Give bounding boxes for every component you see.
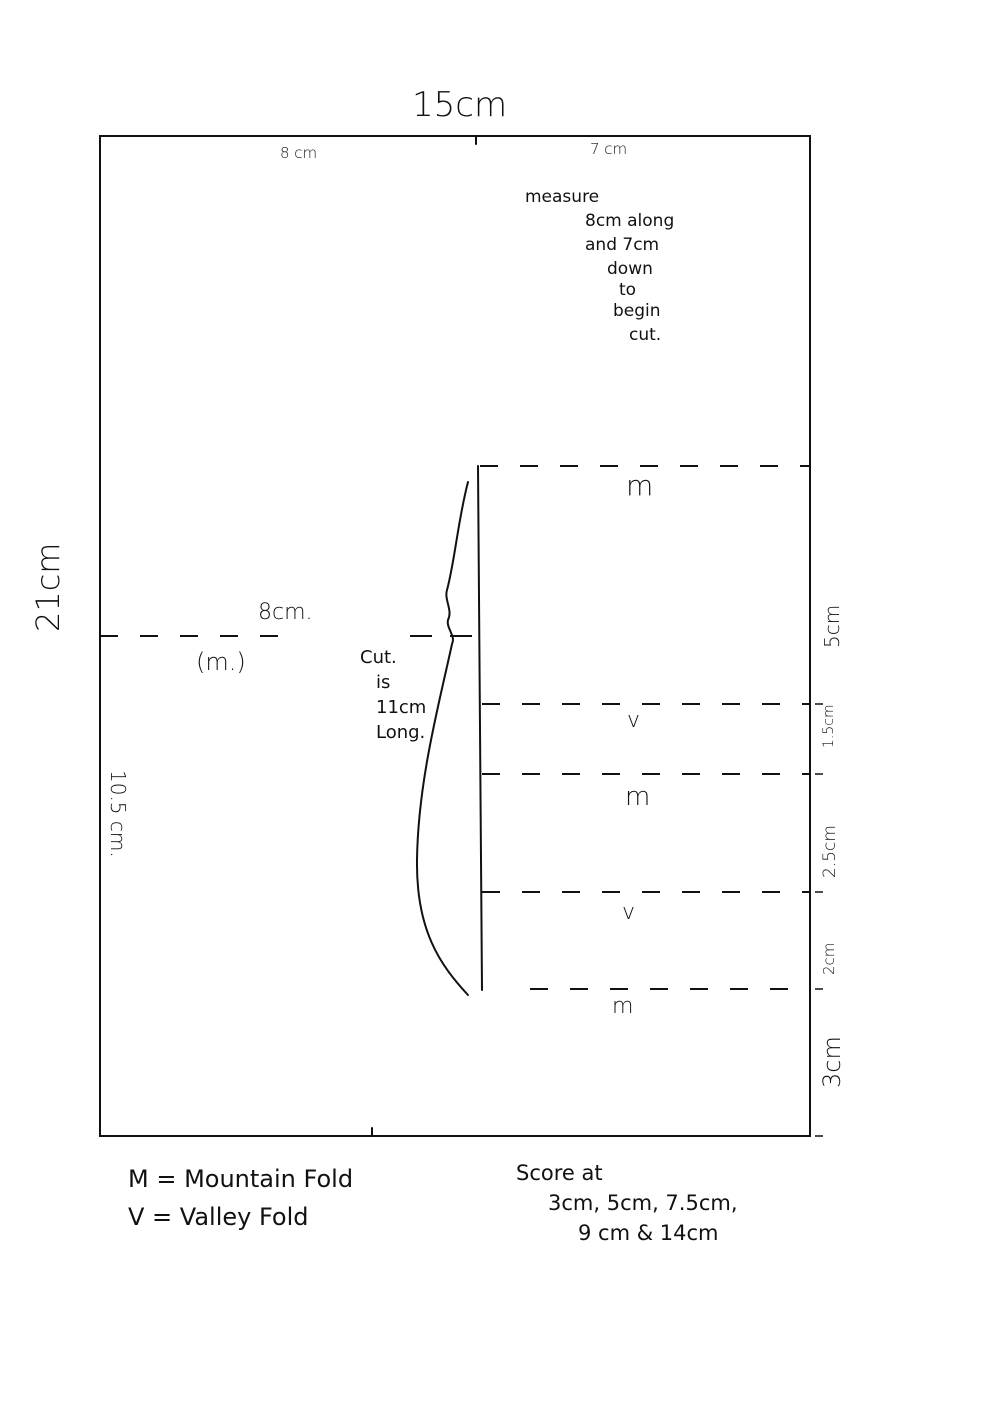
- spacing-label-3cm: 3cm: [818, 1036, 846, 1088]
- spacing-label-1-5cm: 1.5cm: [821, 704, 837, 748]
- fold-label-5: m: [612, 994, 634, 1019]
- left-half-label: 10.5 cm.: [106, 770, 130, 858]
- score-line-1: Score at: [516, 1161, 603, 1185]
- score-note: Score at 3cm, 5cm, 7.5cm, 9 cm & 14cm: [516, 1158, 738, 1248]
- cut-line: [415, 481, 469, 996]
- measure-line-7: cut.: [629, 325, 662, 345]
- fold-label-2: v: [627, 708, 641, 733]
- fold-label-4: v: [622, 900, 636, 925]
- measure-line-2: 8cm along: [585, 211, 675, 231]
- legend-mountain: M = Mountain Fold: [128, 1165, 354, 1193]
- legend-valley: V = Valley Fold: [128, 1203, 309, 1231]
- fold-legend: M = Mountain Fold V = Valley Fold: [128, 1160, 353, 1236]
- width-label: 15cm: [412, 85, 508, 125]
- height-label: 21cm: [29, 542, 67, 632]
- score-line-2: 3cm, 5cm, 7.5cm,: [548, 1191, 738, 1215]
- flap-edge-line: [477, 465, 483, 991]
- measure-line-3: and 7cm: [585, 235, 660, 255]
- cut-instruction: Cut. is 11cm Long.: [360, 645, 426, 745]
- spacing-label-5cm: 5cm: [820, 604, 844, 648]
- measure-line-5: to: [619, 280, 637, 300]
- spacing-label-2-5cm: 2.5cm: [820, 825, 840, 878]
- fold-label-3: m: [625, 782, 651, 812]
- left-fold-length-label: 8cm.: [258, 600, 313, 625]
- measure-line-1: measure: [525, 187, 600, 207]
- top-left-measure-label: 8 cm: [280, 144, 318, 162]
- top-right-measure-label: 7 cm: [590, 140, 628, 158]
- score-line-3: 9 cm & 14cm: [578, 1221, 719, 1245]
- fold-label-1: m: [626, 469, 654, 502]
- measure-instruction: measure 8cm along and 7cm down to begin …: [525, 185, 705, 347]
- left-fold-type-label: (m.): [196, 648, 246, 676]
- cut-line-3: 11cm: [376, 697, 427, 718]
- measure-line-6: begin: [613, 301, 661, 321]
- cut-line-2: is: [376, 672, 391, 693]
- cut-line-4: Long.: [376, 722, 426, 743]
- cut-line-1: Cut.: [360, 647, 397, 668]
- spacing-label-2cm: 2cm: [820, 942, 838, 975]
- measure-line-4: down: [607, 259, 653, 279]
